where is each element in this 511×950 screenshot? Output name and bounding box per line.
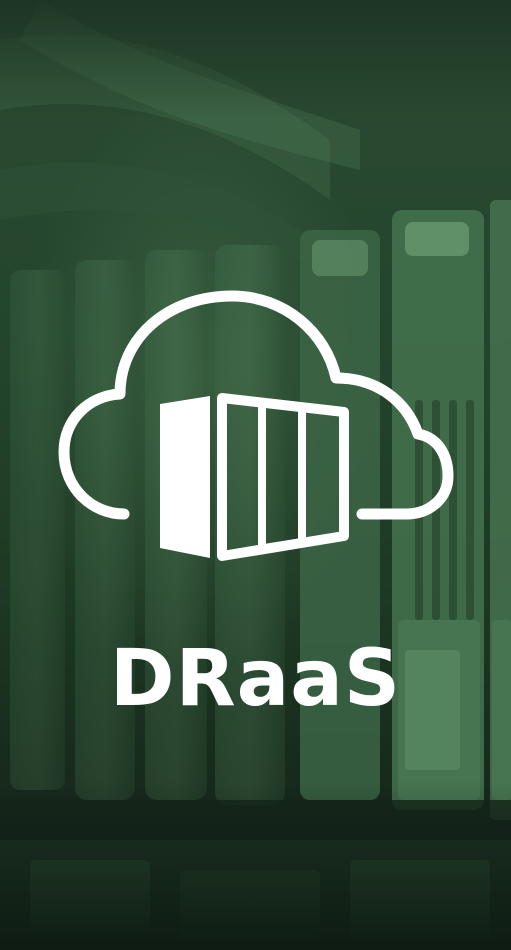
- brand-title: DRaaS: [109, 634, 402, 724]
- cloud-server-icon: [58, 290, 454, 561]
